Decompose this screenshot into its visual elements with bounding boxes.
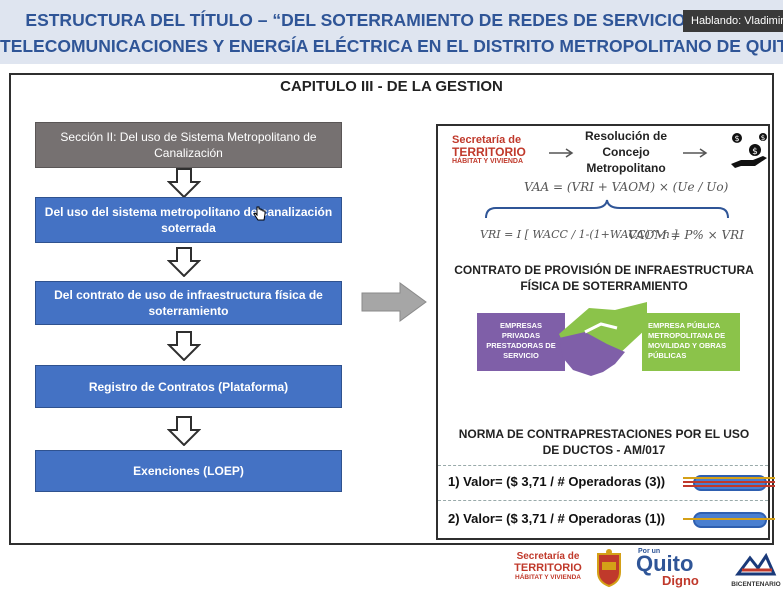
down-arrow-icon (167, 168, 201, 198)
chapter-title: CAPITULO III - DE LA GESTION (280, 78, 503, 95)
down-arrow-icon (167, 416, 201, 446)
svg-text:$: $ (752, 147, 758, 157)
value-line-1: 1) Valor= ($ 3,71 / # Operadoras (3)) (448, 474, 666, 489)
flow-section-box: Sección II: Del uso de Sistema Metropoli… (35, 122, 342, 168)
formula-vri: VRI = I [ WACC / 1-(1+WACC)^-n ] (480, 228, 678, 241)
resolution-label: Resolución de Concejo Metropolitano (584, 129, 667, 175)
quito-digno-logo: Por un Quito Digno (636, 548, 699, 588)
flow-step-3: Registro de Contratos (Plataforma) (35, 365, 342, 408)
norma-title: NORMA DE CONTRAPRESTACIONES POR EL USO D… (458, 427, 750, 457)
svg-text:$: $ (734, 134, 739, 143)
footer-logos: Secretaría de TERRITORIO HÁBITAT Y VIVIE… (0, 548, 783, 590)
down-arrow-icon (167, 331, 201, 361)
value-line-2: 2) Valor= ($ 3,71 / # Operadoras (1)) (448, 511, 666, 526)
quito-coat-of-arms-icon (597, 549, 621, 588)
down-arrow-icon (167, 247, 201, 277)
bicentenario-label: BICENTENARIO (731, 581, 781, 588)
separator (438, 500, 768, 501)
duct-one-operator-icon (683, 509, 775, 531)
active-speaker-indicator: Hablando: Vladimir T (683, 10, 783, 32)
curly-brace-icon (485, 199, 729, 219)
flow-step-1: Del uso del sistema metropolitano de can… (35, 197, 342, 243)
title-bar: ESTRUCTURA DEL TÍTULO – “DEL SOTERRAMIEN… (0, 0, 783, 64)
formula-vaa: VAA = (VRI + VAOM) × (Ue / Uo) (524, 180, 729, 194)
title-line-2: TELECOMUNICACIONES Y ENERGÍA ELÉCTRICA E… (0, 36, 783, 56)
secretaria-territorio-logo: Secretaría de TERRITORIO HÁBITAT Y VIVIE… (452, 134, 526, 166)
bicentenario-emblem-icon (735, 552, 777, 576)
separator (438, 465, 768, 466)
arrow-right-icon (549, 148, 574, 158)
money-hand-icon: $ $ $ (731, 133, 767, 168)
svg-text:$: $ (761, 134, 765, 142)
contract-title: CONTRATO DE PROVISIÓN DE INFRAESTRUCTURA… (454, 263, 754, 293)
title-line-1: ESTRUCTURA DEL TÍTULO – “DEL SOTERRAMIEN… (25, 10, 686, 30)
duct-three-operators-icon (683, 472, 775, 494)
right-arrow-icon (361, 282, 427, 322)
footer-territorio-logo: Secretaría de TERRITORIO HÁBITAT Y VIVIE… (514, 551, 582, 581)
private-companies-block: EMPRESAS PRIVADAS PRESTADORAS DE SERVICI… (477, 313, 565, 371)
public-company-block: EMPRESA PÚBLICA METROPOLITANA DE MOVILID… (642, 313, 740, 371)
arrow-right-icon (683, 148, 708, 158)
formula-vaom: VAOM = P% × VRI (628, 228, 744, 242)
hand-cursor-icon (253, 206, 266, 221)
flow-step-2: Del contrato de uso de infraestructura f… (35, 281, 342, 325)
flow-step-4: Exenciones (LOEP) (35, 450, 342, 492)
handshake-icon (559, 302, 647, 376)
